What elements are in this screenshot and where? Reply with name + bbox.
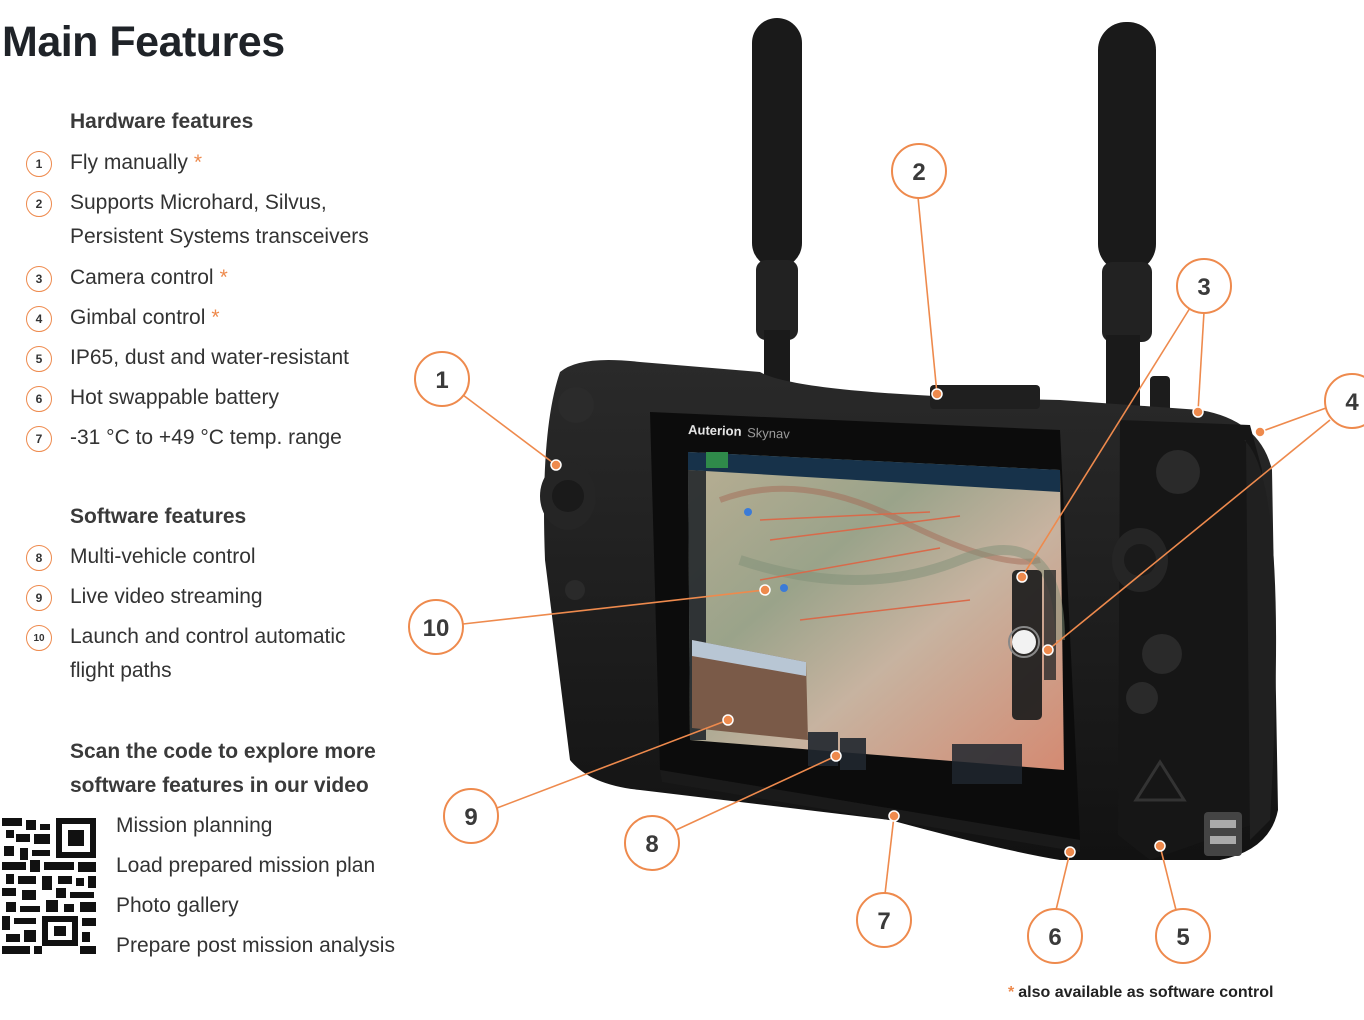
feature-number-badge: 2 xyxy=(26,191,52,217)
callout-number: 1 xyxy=(435,367,448,394)
page-title: Main Features xyxy=(2,18,285,66)
footnote: *also available as software control xyxy=(1008,984,1274,1001)
feature-label: Fly manually* xyxy=(70,151,203,174)
feature-item-7: 7 -31 °C to +49 °C temp. range xyxy=(26,425,342,465)
feature-number-badge: 7 xyxy=(26,426,52,452)
feature-number-badge: 5 xyxy=(26,346,52,372)
hardware-features-heading: Hardware features xyxy=(70,110,254,133)
feature-item-8: 8 Multi-vehicle control xyxy=(26,544,256,584)
feature-item-6: 6 Hot swappable battery xyxy=(26,385,279,425)
antenna-right xyxy=(1098,22,1170,415)
video-item-load-mission: Load prepared mission plan xyxy=(116,854,376,877)
callout-number: 2 xyxy=(912,159,925,186)
callout-badge-10 xyxy=(408,599,464,655)
feature-number-badge: 9 xyxy=(26,585,52,611)
feature-label: Multi-vehicle control xyxy=(70,545,256,568)
software-features-heading: Software features xyxy=(70,505,247,528)
callout-number: 8 xyxy=(645,831,658,858)
feature-label: Supports Microhard, Silvus,Persistent Sy… xyxy=(70,191,369,248)
callout-badge-4 xyxy=(1324,373,1364,429)
feature-item-5: 5 IP65, dust and water-resistant xyxy=(26,345,349,385)
video-item-mission-planning: Mission planning xyxy=(116,814,273,837)
feature-label: -31 °C to +49 °C temp. range xyxy=(70,426,342,449)
callout-badge-6 xyxy=(1027,908,1083,964)
feature-number-badge: 8 xyxy=(26,545,52,571)
callout-badge-2 xyxy=(891,143,947,199)
callout-number: 4 xyxy=(1345,389,1359,416)
callout-badge-9 xyxy=(443,788,499,844)
feature-label: Live video streaming xyxy=(70,585,263,608)
callout-number: 10 xyxy=(423,615,450,642)
feature-item-9: 9 Live video streaming xyxy=(26,584,263,624)
asterisk-mark: * xyxy=(1008,984,1015,1001)
callout-badge-1 xyxy=(414,351,470,407)
callout-badge-8 xyxy=(624,815,680,871)
callout-number: 9 xyxy=(464,804,477,831)
callout-badge-3 xyxy=(1176,258,1232,314)
callout-number: 6 xyxy=(1048,924,1061,951)
feature-number-badge: 6 xyxy=(26,386,52,412)
feature-item-3: 3 Camera control* xyxy=(26,265,228,305)
qr-code-icon[interactable] xyxy=(2,818,96,954)
feature-label: Gimbal control* xyxy=(70,306,220,329)
callout-number: 3 xyxy=(1197,274,1210,301)
device-brand-label: Auterion xyxy=(688,422,742,439)
callout-badge-7 xyxy=(856,892,912,948)
feature-number-badge: 4 xyxy=(26,306,52,332)
video-item-post-analysis: Prepare post mission analysis xyxy=(116,934,395,957)
callout-number: 7 xyxy=(877,908,890,935)
callout-badge-5 xyxy=(1155,908,1211,964)
callout-number: 5 xyxy=(1176,924,1189,951)
feature-item-1: 1 Fly manually* xyxy=(26,150,202,190)
asterisk-mark: * xyxy=(211,306,220,329)
asterisk-mark: * xyxy=(219,266,228,289)
feature-label: Camera control* xyxy=(70,266,228,289)
feature-item-4: 4 Gimbal control* xyxy=(26,305,220,345)
device-product-label: Skynav xyxy=(747,425,791,441)
feature-number-badge: 3 xyxy=(26,266,52,292)
asterisk-mark: * xyxy=(193,151,203,174)
video-item-photo-gallery: Photo gallery xyxy=(116,894,239,917)
feature-number-badge: 1 xyxy=(26,151,52,177)
feature-number-badge: 10 xyxy=(26,625,52,651)
feature-item-2: 2 Supports Microhard, Silvus,Persistent … xyxy=(26,190,369,270)
feature-label: IP65, dust and water-resistant xyxy=(70,346,349,369)
feature-label: Hot swappable battery xyxy=(70,386,279,409)
